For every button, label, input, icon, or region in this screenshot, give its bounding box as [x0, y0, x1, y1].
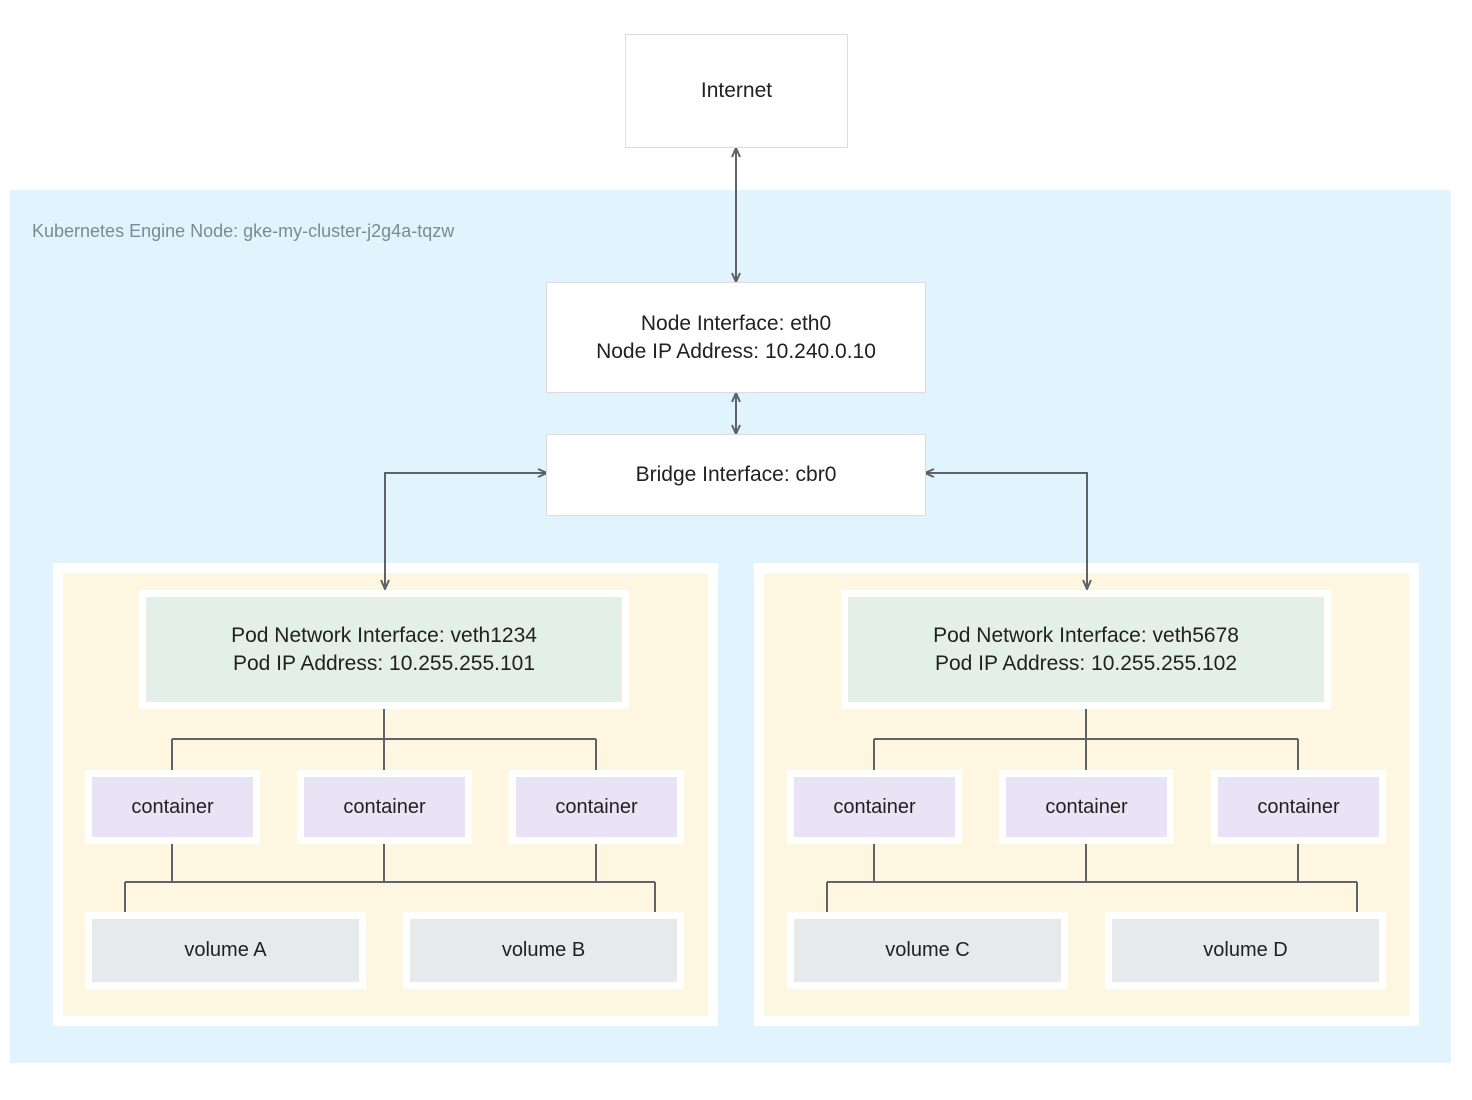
volume-label: volume B: [501, 939, 586, 962]
pod-network-interface-box-1: Pod Network Interface: veth1234 Pod IP A…: [139, 590, 629, 709]
volume-box-c: volume C: [787, 912, 1068, 989]
container-label: container: [131, 795, 214, 818]
container-box-1-3: container: [509, 770, 684, 844]
node-interface-box: Node Interface: eth0 Node IP Address: 10…: [546, 282, 926, 393]
volume-label: volume C: [885, 939, 970, 962]
container-label: container: [833, 795, 916, 818]
container-label: container: [1045, 795, 1128, 818]
container-box-2-3: container: [1211, 770, 1386, 844]
pod-network-interface-box-2: Pod Network Interface: veth5678 Pod IP A…: [841, 590, 1331, 709]
bridge-interface-label: Bridge Interface: cbr0: [635, 463, 837, 487]
container-box-2-1: container: [787, 770, 962, 844]
volume-box-d: volume D: [1105, 912, 1386, 989]
kubernetes-node-label: Kubernetes Engine Node: gke-my-cluster-j…: [32, 221, 455, 241]
pod-ip-address-1: Pod IP Address: 10.255.255.101: [232, 651, 536, 675]
node-ip-address: Node IP Address: 10.240.0.10: [596, 339, 876, 363]
container-box-1-2: container: [297, 770, 472, 844]
pod-network-interface-name-2: Pod Network Interface: veth5678: [933, 623, 1239, 647]
volume-label: volume A: [184, 939, 267, 962]
bridge-interface-box: Bridge Interface: cbr0: [546, 434, 926, 516]
container-label: container: [343, 795, 426, 818]
container-label: container: [555, 795, 638, 818]
pod-network-interface-name-1: Pod Network Interface: veth1234: [231, 623, 537, 647]
volume-box-b: volume B: [403, 912, 684, 989]
pod-ip-address-2: Pod IP Address: 10.255.255.102: [934, 651, 1238, 675]
container-box-1-1: container: [85, 770, 260, 844]
container-label: container: [1257, 795, 1340, 818]
internet-box: Internet: [625, 34, 848, 148]
volume-label: volume D: [1203, 939, 1288, 962]
volume-box-a: volume A: [85, 912, 366, 989]
container-box-2-2: container: [999, 770, 1174, 844]
node-interface-name: Node Interface: eth0: [640, 311, 832, 335]
internet-label: Internet: [700, 79, 773, 103]
